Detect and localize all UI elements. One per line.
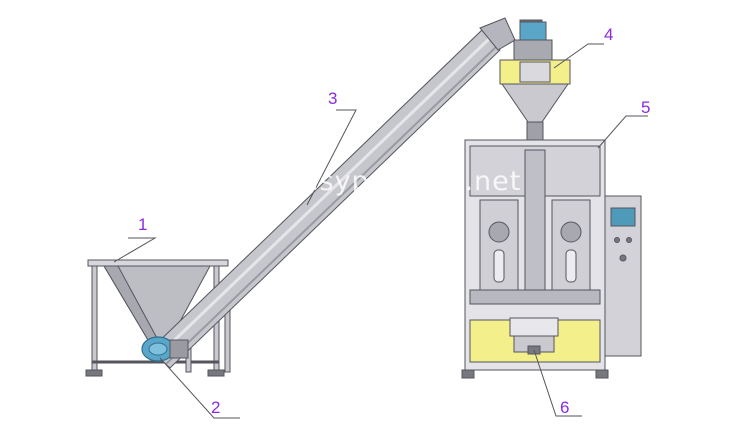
auger-filler: [499, 21, 571, 141]
watermark-text: www.easypacking.net: [208, 166, 522, 197]
motor: [141, 336, 189, 362]
callout-3: 3: [328, 89, 338, 108]
callout-1: 1: [138, 215, 148, 234]
callout-5: 5: [641, 98, 651, 117]
callout-6: 6: [560, 398, 570, 417]
callout-4: 4: [604, 25, 614, 44]
callout-2: 2: [211, 398, 221, 417]
leader-lines: [113, 43, 648, 419]
bag-former: [469, 317, 601, 363]
